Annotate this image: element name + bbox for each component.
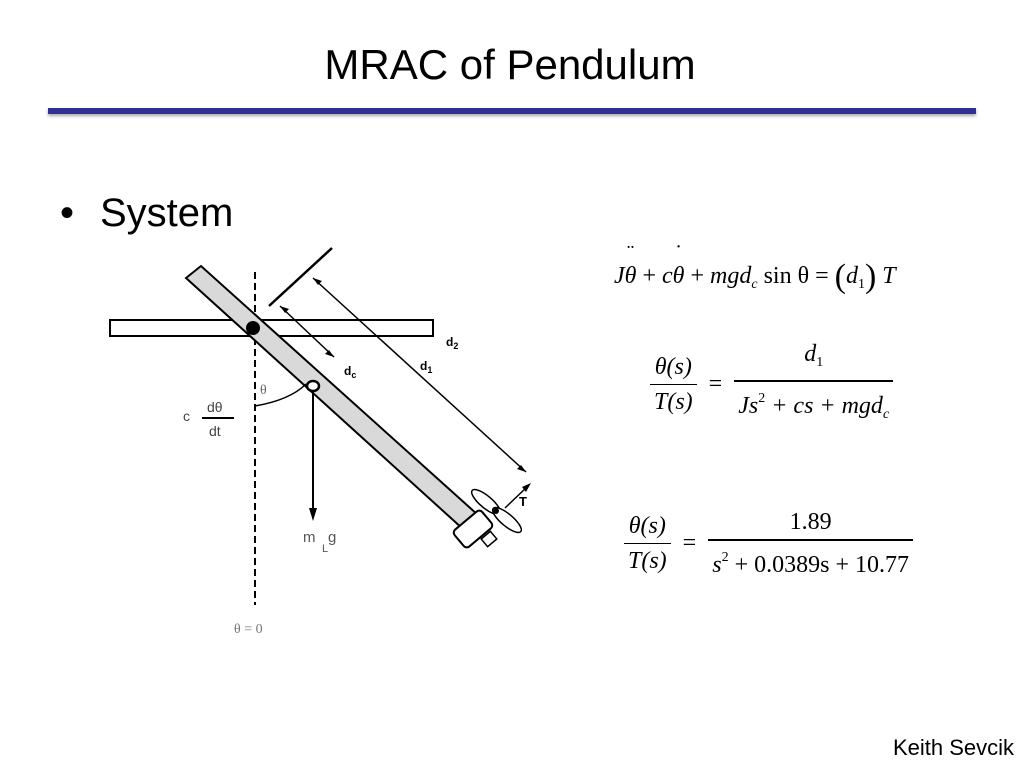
bullet-text: System [100, 191, 234, 235]
d2-dimension [279, 305, 335, 358]
theta-arc [254, 383, 307, 407]
author-footer: Keith Sevcik [892, 735, 1014, 760]
pivot-point [246, 321, 260, 335]
pendulum-arm [184, 264, 480, 531]
perpendicular-line [268, 247, 333, 307]
label-mass-m: m [303, 529, 316, 546]
label-dtheta: dθ [207, 399, 223, 415]
label-dc: dc [344, 364, 356, 380]
bullet-dot-icon: • [60, 191, 75, 235]
tf-lhs-fraction: θ(s) T(s) [650, 350, 697, 420]
motor-housing [452, 509, 498, 549]
pendulum-diagram: d2 d1 dc T θ c dθ dt m L g θ = 0 [109, 247, 531, 637]
title-divider [48, 108, 976, 114]
label-theta: θ [260, 383, 267, 398]
label-d2: d2 [446, 335, 458, 351]
transfer-function-numeric: θ(s) T(s) = 1.89 s2 + 0.0389s + 10.77 [624, 505, 913, 582]
tf-rhs-fraction: d1 Js2 + cs + mgdc [734, 337, 894, 432]
propeller-icon [470, 488, 523, 534]
label-mass-L: L [322, 543, 328, 555]
tf-numeric-rhs-fraction: 1.89 s2 + 0.0389s + 10.77 [708, 505, 913, 582]
label-dt: dt [209, 423, 221, 439]
label-d1: d1 [420, 359, 432, 375]
slide-title: MRAC of Pendulum [324, 41, 696, 88]
label-thrust: T [519, 494, 527, 509]
equation-of-motion: J¨θ + c˙θ + mgdc sin θ = (d1) T [614, 240, 896, 296]
transfer-function-symbolic: θ(s) T(s) = d1 Js2 + cs + mgdc [650, 337, 894, 432]
bullet-item: • System [60, 188, 233, 238]
label-theta-zero: θ = 0 [234, 622, 263, 637]
label-gravity-g: g [328, 529, 336, 546]
tf-numeric-lhs-fraction: θ(s) T(s) [624, 509, 671, 579]
d1-dimension [312, 277, 527, 473]
label-damping-c: c [183, 408, 190, 424]
center-of-mass [305, 379, 321, 393]
